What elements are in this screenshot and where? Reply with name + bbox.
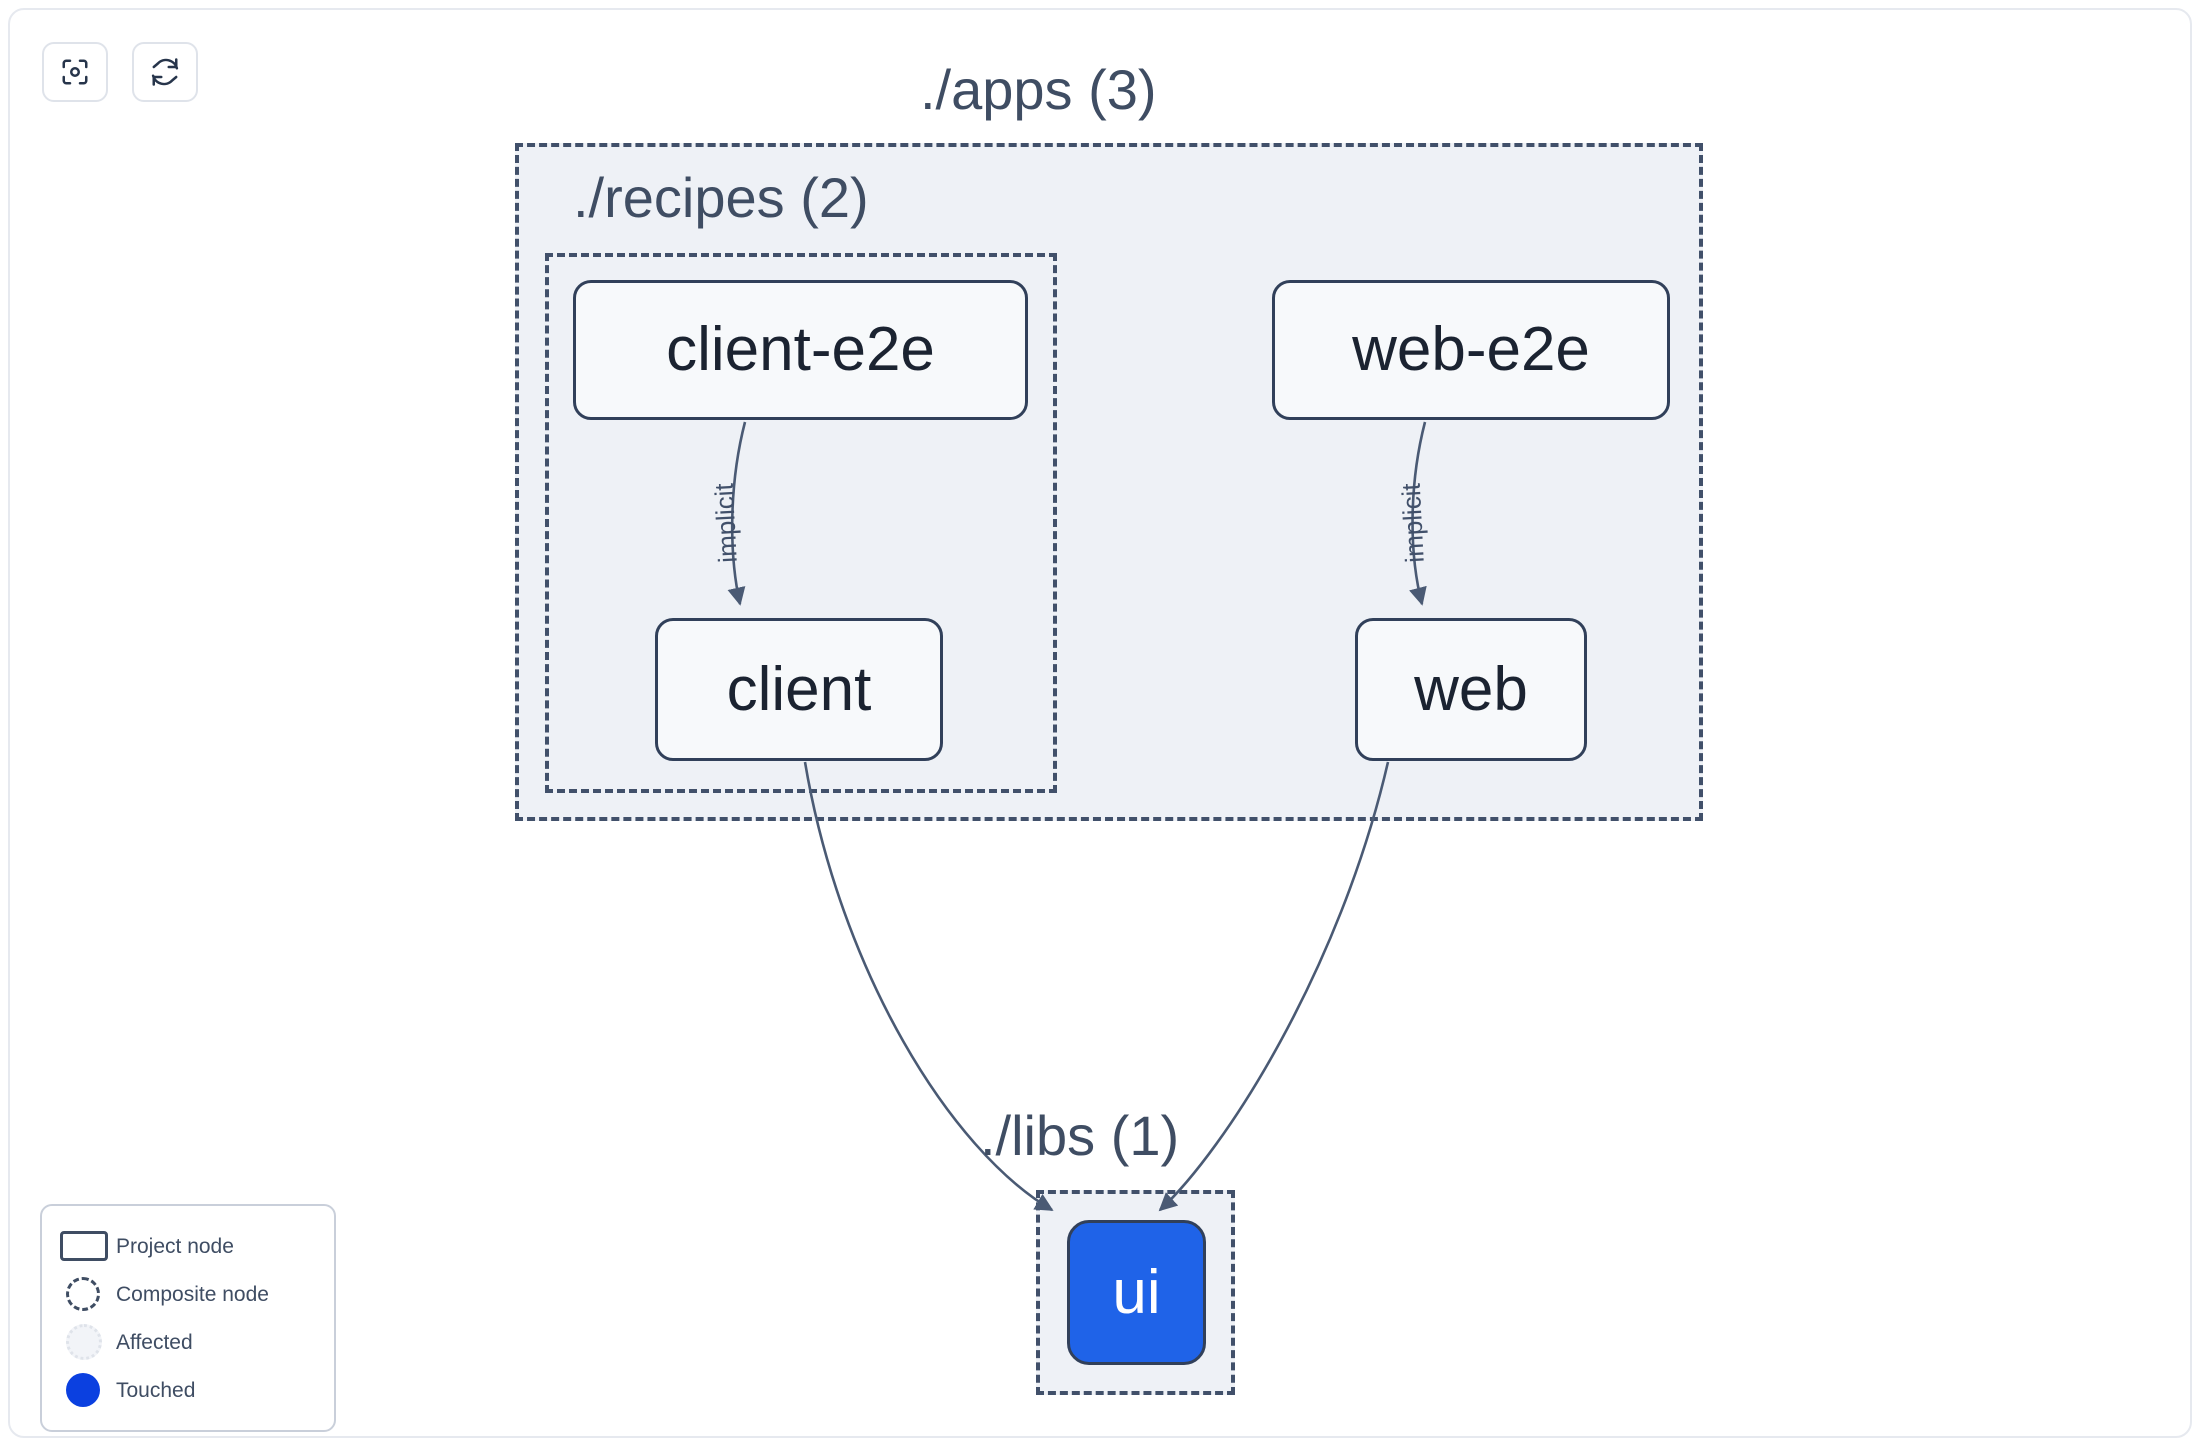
project-node-client-e2e[interactable]: client-e2e bbox=[573, 280, 1028, 420]
affected-symbol-icon bbox=[60, 1324, 116, 1360]
composite-label-apps: ./apps (3) bbox=[920, 58, 1157, 121]
project-node-label: web bbox=[1414, 654, 1528, 724]
touched-symbol-icon bbox=[60, 1373, 116, 1407]
project-node-client[interactable]: client bbox=[655, 618, 943, 761]
focus-graph-button[interactable] bbox=[42, 42, 108, 102]
legend-item-label: Touched bbox=[116, 1378, 196, 1402]
graph-legend: Project node Composite node Affected Tou… bbox=[40, 1204, 336, 1432]
composite-label-recipes: ./recipes (2) bbox=[573, 166, 869, 229]
graph-canvas[interactable]: ./apps (3) ./recipes (2) ./libs (1) clie… bbox=[10, 10, 2190, 1436]
legend-item-project-node: Project node bbox=[60, 1222, 316, 1270]
project-graph-app: ./apps (3) ./recipes (2) ./libs (1) clie… bbox=[8, 8, 2192, 1438]
legend-item-touched: Touched bbox=[60, 1366, 316, 1414]
project-node-label: ui bbox=[1112, 1257, 1161, 1327]
focus-viewfinder-icon bbox=[60, 57, 90, 87]
refresh-graph-button[interactable] bbox=[132, 42, 198, 102]
legend-item-affected: Affected bbox=[60, 1318, 316, 1366]
project-node-ui[interactable]: ui bbox=[1067, 1220, 1206, 1365]
project-node-web-e2e[interactable]: web-e2e bbox=[1272, 280, 1670, 420]
project-node-web[interactable]: web bbox=[1355, 618, 1587, 761]
project-node-label: client bbox=[726, 654, 872, 724]
refresh-sync-icon bbox=[150, 57, 180, 87]
composite-label-libs: ./libs (1) bbox=[980, 1104, 1180, 1167]
legend-item-label: Affected bbox=[116, 1330, 193, 1354]
edge-label-web-e2e-web: implicit bbox=[1395, 482, 1430, 564]
edge-web-to-ui bbox=[1158, 761, 1390, 1212]
composite-node-symbol-icon bbox=[60, 1277, 116, 1311]
project-node-label: web-e2e bbox=[1352, 315, 1590, 384]
project-node-label: client-e2e bbox=[666, 315, 935, 384]
graph-toolbar bbox=[42, 42, 198, 102]
edge-label-client-e2e-client: implicit bbox=[708, 482, 743, 564]
legend-item-label: Project node bbox=[116, 1234, 234, 1258]
legend-item-label: Composite node bbox=[116, 1282, 269, 1306]
project-node-symbol-icon bbox=[60, 1231, 116, 1261]
legend-item-composite-node: Composite node bbox=[60, 1270, 316, 1318]
